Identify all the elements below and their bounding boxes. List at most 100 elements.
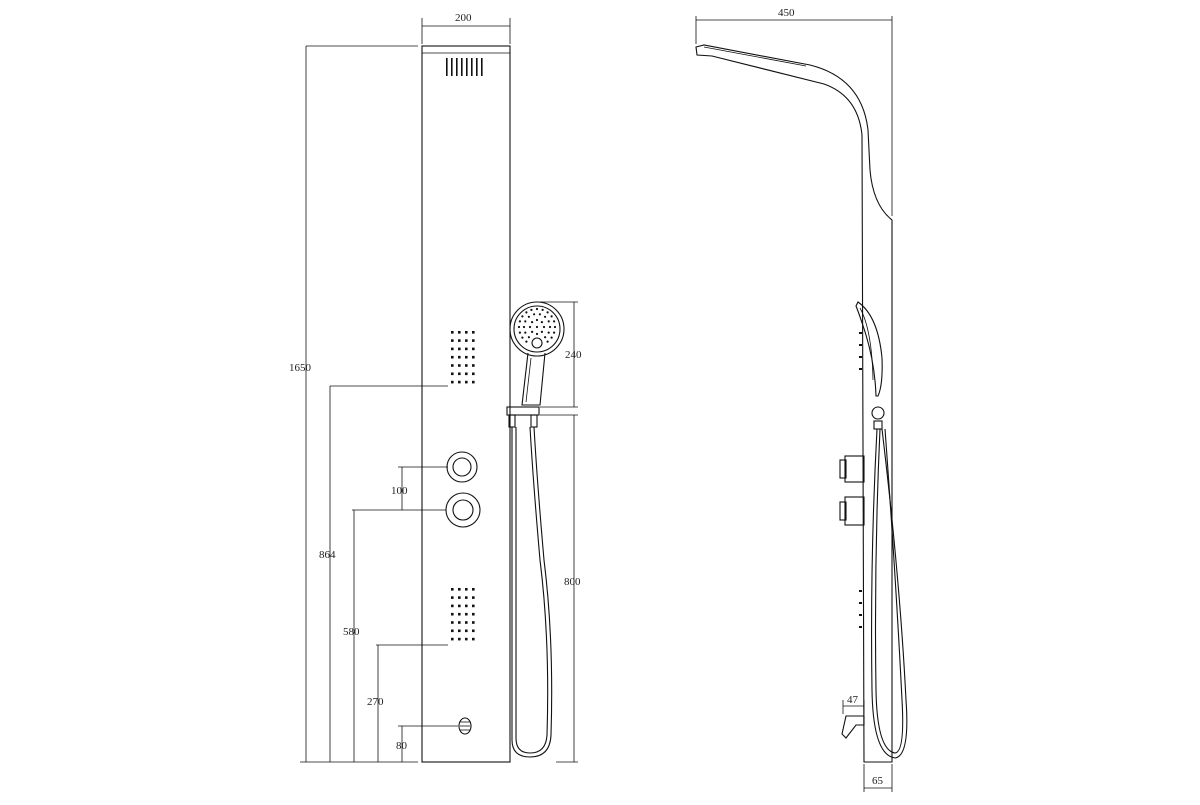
jet-nozzle [451,347,454,351]
spray-nozzle [525,311,528,314]
hand-shower [509,301,565,406]
dim-spout-projection: 47 [842,694,865,714]
spray-nozzle [547,320,550,323]
jet-nozzle [451,629,454,633]
spray-nozzle [517,325,521,329]
jet-nozzle [465,380,468,384]
spray-nozzle [531,321,534,324]
hand-shower-nozzles [517,307,557,343]
top-rain-slots [446,58,483,76]
side-upper-knob [839,455,865,483]
dim-label-handshower-length: 240 [565,349,582,361]
dim-upper-jets-height: 864 [319,385,448,762]
jet-nozzle [465,596,468,599]
spray-nozzle [544,315,547,318]
dim-lower-jets-height: 270 [367,644,448,762]
shower-hose [511,426,553,758]
jet-nozzle [465,621,468,624]
dim-handshower-length: 240 [540,301,582,408]
dim-holder-height: 800 [540,414,581,763]
jet-nozzle [451,380,454,384]
dim-label-panel-width: 200 [455,12,472,24]
spray-nozzle [544,336,547,339]
front-view: 200 1650 864 100 580 [289,12,582,763]
lower-control-knob [445,492,481,528]
jet-nozzle [472,380,475,384]
spray-nozzle [540,330,544,333]
jet-nozzle [458,364,461,367]
dim-label-spout-projection: 47 [847,694,859,706]
jet-nozzle [458,637,461,641]
spray-nozzle [535,332,539,336]
spray-nozzle [530,308,533,311]
spray-nozzle [528,325,532,329]
jet-nozzle [472,621,475,624]
jet-nozzle [472,347,475,351]
jet-nozzle [451,339,454,342]
spray-nozzle [546,311,549,314]
jet-nozzle [465,331,468,334]
dim-label-controls-spacing: 100 [391,485,408,497]
jet-nozzle [451,621,454,624]
spray-nozzle [548,325,552,329]
jet-nozzle [451,355,454,359]
side-lower-knob [839,496,865,526]
spray-nozzle [553,331,556,334]
panel-body [421,45,511,763]
jet-nozzle [472,331,475,334]
dim-controls-spacing: 100 [391,466,448,510]
jet-nozzle [451,637,454,641]
jet-nozzle [472,637,475,641]
dim-label-spout-height: 80 [396,740,408,752]
jet-nozzle [451,588,454,591]
spray-nozzle [522,325,526,329]
spray-nozzle [535,307,539,311]
spray-nozzle [540,321,544,324]
lower-body-jets [451,588,475,641]
spray-nozzle [524,320,527,323]
hand-shower-handle [521,352,546,406]
spray-nozzle [550,315,553,318]
dim-label-lower-control-height: 580 [343,626,360,638]
jet-nozzle [458,588,461,591]
spray-nozzle [538,313,542,316]
jet-nozzle [472,372,475,376]
jet-nozzle [472,364,475,367]
side-spout [841,715,865,739]
jet-nozzle [465,339,468,342]
jet-nozzle [472,596,475,599]
jet-nozzle [451,596,454,599]
upper-control-knob [446,451,478,483]
jet-nozzle [458,339,461,342]
spray-nozzle [547,331,550,334]
spray-nozzle [531,330,534,333]
spray-nozzle [521,315,524,318]
spray-nozzle [553,325,557,329]
dim-label-total-height: 1650 [289,362,312,374]
jet-nozzle [465,355,468,359]
jet-nozzle [465,612,468,616]
spray-nozzle [546,340,549,343]
dim-total-height: 1650 [289,45,418,763]
jet-nozzle [465,364,468,367]
jet-nozzle [472,629,475,633]
jet-nozzle [472,612,475,616]
side-hose [871,428,908,759]
jet-nozzle [465,588,468,591]
spray-nozzle [527,336,531,339]
dim-panel-width: 200 [421,12,511,44]
dim-label-holder-height: 800 [564,576,581,588]
jet-nozzle [458,380,461,384]
jet-nozzle [458,347,461,351]
jet-nozzle [451,372,454,376]
jet-nozzle [451,604,454,608]
spray-nozzle [521,336,524,339]
side-hand-shower [855,301,885,430]
side-jet-marks [859,332,862,628]
upper-body-jets [451,331,475,384]
jet-nozzle [458,629,461,633]
spray-nozzle [518,331,522,334]
jet-nozzle [451,612,454,616]
